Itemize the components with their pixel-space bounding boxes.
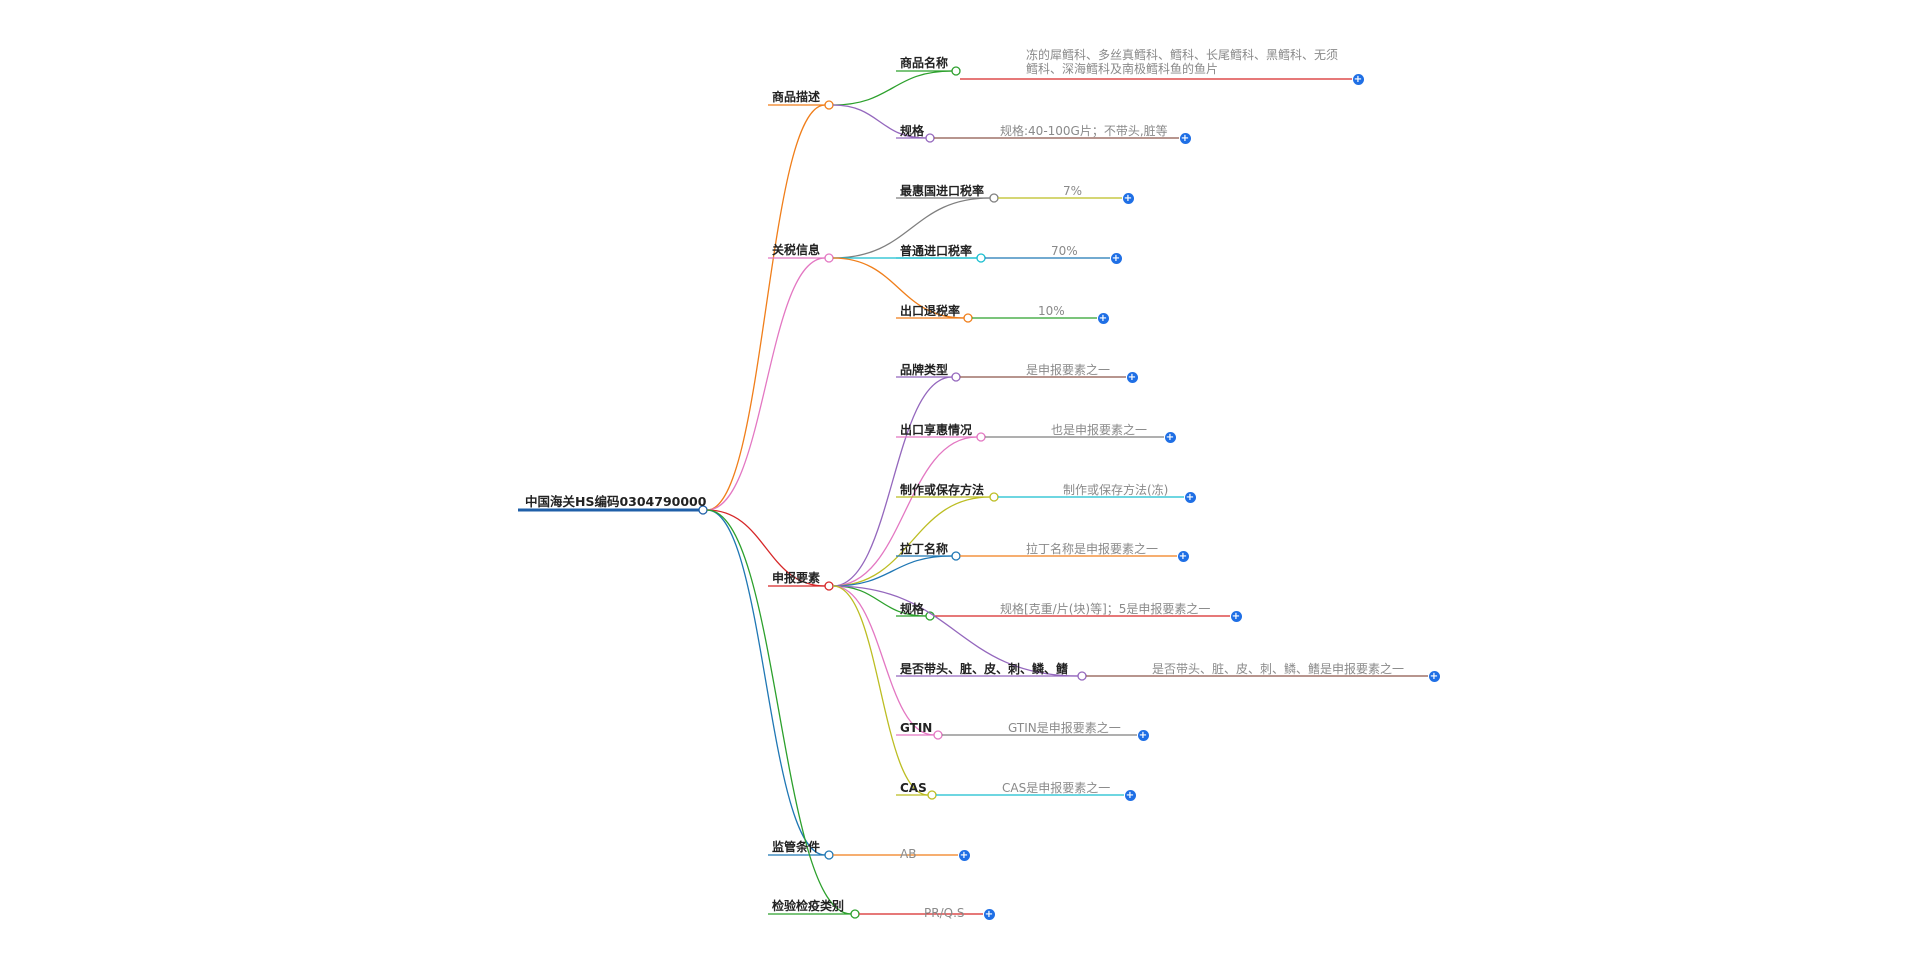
value-name: 冻的犀鳕科、多丝真鳕科、鳕科、长尾鳕科、黑鳕科、无须鳕科、深海鳕科及南极鳕科鱼的… [1026, 48, 1339, 76]
expand-method-button[interactable]: + [1184, 491, 1196, 503]
link-root-tariff [706, 257, 826, 511]
link-declare-brand [832, 376, 953, 587]
link-declare-method [832, 496, 991, 587]
topic-declare: 申报要素 [772, 571, 821, 585]
value-supervise: AB [900, 847, 917, 861]
expand-brand-button[interactable]: + [1126, 371, 1138, 383]
expand-spec-button[interactable]: + [1179, 132, 1191, 144]
link-declare-spec2 [832, 585, 927, 617]
toggle-spec[interactable] [925, 133, 935, 143]
value-latin: 拉丁名称是申报要素之一 [1026, 542, 1159, 556]
topic-cas: CAS [900, 781, 927, 795]
topic-gtin: GTIN [900, 721, 933, 735]
link-tariff-rebate [832, 257, 965, 319]
expand-gtin-button[interactable]: + [1137, 729, 1149, 741]
topic-brand: 品牌类型 [900, 363, 949, 377]
value-gtin: GTIN是申报要素之一 [1008, 721, 1121, 735]
topic-rebate: 出口退税率 [900, 304, 961, 318]
value-cas: CAS是申报要素之一 [1002, 781, 1111, 795]
toggle-general[interactable] [976, 253, 986, 263]
expand-parts-button[interactable]: + [1428, 670, 1440, 682]
expand-rebate-button[interactable]: + [1097, 312, 1109, 324]
topic-parts: 是否带头、脏、皮、刺、鳞、鳍 [900, 662, 1069, 676]
topic-method: 制作或保存方法 [900, 483, 985, 497]
toggle-rebate[interactable] [963, 313, 973, 323]
link-declare-parts [832, 585, 1079, 677]
toggle-brand[interactable] [951, 372, 961, 382]
value-general: 70% [1051, 244, 1078, 258]
topic-mfn: 最惠国进口税率 [900, 184, 985, 198]
link-declare-pref [832, 436, 978, 587]
toggle-desc[interactable] [824, 100, 834, 110]
link-root-supervise [706, 509, 826, 856]
link-tariff-mfn [832, 197, 991, 259]
link-root-declare [706, 509, 826, 587]
topic-name: 商品名称 [900, 56, 949, 70]
root-topic: 中国海关HS编码0304790000 [525, 494, 707, 509]
link-declare-gtin [832, 585, 935, 736]
expand-pref-button[interactable]: + [1164, 431, 1176, 443]
expand-inspect-button[interactable]: + [983, 908, 995, 920]
value-parts: 是否带头、脏、皮、刺、鳞、鳍是申报要素之一 [1152, 662, 1405, 676]
toggle-pref[interactable] [976, 432, 986, 442]
toggle-name[interactable] [951, 66, 961, 76]
topic-pref: 出口享惠情况 [900, 423, 973, 437]
expand-mfn-button[interactable]: + [1122, 192, 1134, 204]
toggle-supervise[interactable] [824, 850, 834, 860]
toggle-mfn[interactable] [989, 193, 999, 203]
value-method: 制作或保存方法(冻) [1063, 483, 1169, 497]
expand-name-button[interactable]: + [1352, 73, 1364, 85]
expand-supervise-button[interactable]: + [958, 849, 970, 861]
link-desc-spec [832, 104, 927, 139]
link-root-desc [706, 104, 826, 511]
toggle-tariff[interactable] [824, 253, 834, 263]
value-rebate: 10% [1038, 304, 1065, 318]
topic-latin: 拉丁名称 [900, 542, 949, 556]
topic-inspect: 检验检疫类别 [772, 899, 845, 913]
value-pref: 也是申报要素之一 [1051, 423, 1148, 437]
topic-tariff: 关税信息 [772, 243, 821, 257]
value-inspect: PR/Q.S [924, 906, 965, 920]
toggle-latin[interactable] [951, 551, 961, 561]
value-spec: 规格:40-100G片；不带头,脏等 [1000, 124, 1168, 138]
expand-cas-button[interactable]: + [1124, 789, 1136, 801]
topic-general: 普通进口税率 [900, 244, 973, 258]
toggle-declare[interactable] [824, 581, 834, 591]
toggle-inspect[interactable] [850, 909, 860, 919]
expand-spec2-button[interactable]: + [1230, 610, 1242, 622]
toggle-parts[interactable] [1077, 671, 1087, 681]
value-brand: 是申报要素之一 [1026, 363, 1111, 377]
topic-supervise: 监管条件 [772, 840, 821, 854]
topic-desc: 商品描述 [772, 90, 821, 104]
toggle-cas[interactable] [927, 790, 937, 800]
toggle-gtin[interactable] [933, 730, 943, 740]
link-declare-cas [832, 585, 929, 796]
link-root-inspect [706, 509, 852, 915]
value-spec2: 规格[克重/片(块)等]；5是申报要素之一 [1000, 602, 1211, 616]
topic-spec2: 规格 [900, 602, 925, 616]
toggle-method[interactable] [989, 492, 999, 502]
link-desc-name [832, 70, 953, 106]
topic-spec: 规格 [900, 124, 925, 138]
value-mfn: 7% [1063, 184, 1083, 198]
expand-latin-button[interactable]: + [1177, 550, 1189, 562]
expand-general-button[interactable]: + [1110, 252, 1122, 264]
link-declare-latin [832, 555, 953, 587]
